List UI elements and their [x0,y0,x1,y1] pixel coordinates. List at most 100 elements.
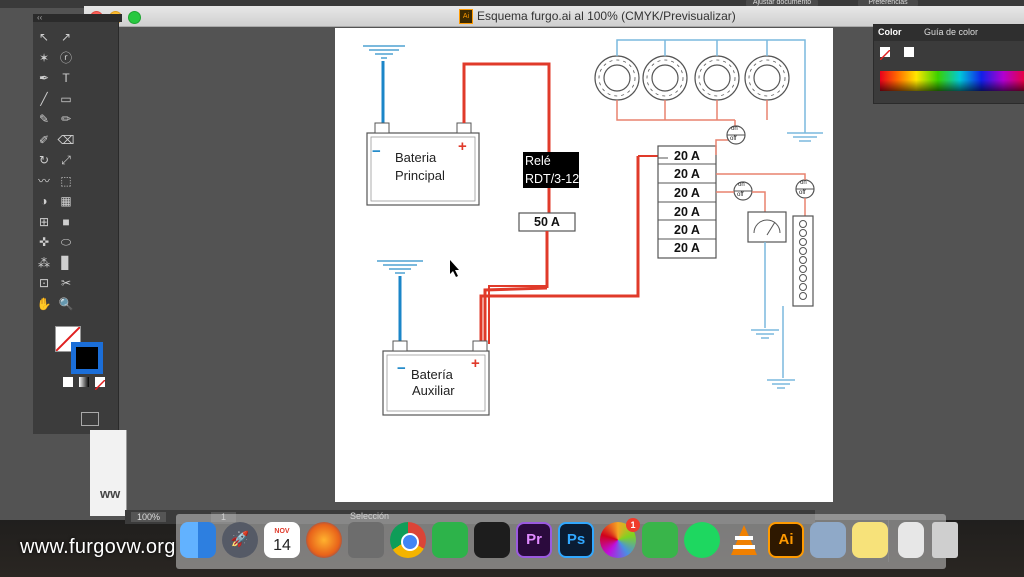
window-title-text: Esquema furgo.ai al 100% (CMYK/Previsual… [477,9,736,23]
magic-wand-tool-icon[interactable]: ✶ [38,50,50,65]
dock-illustrator[interactable]: Ai [768,522,804,558]
app-control-bar: Ajustar documento Preferencias [0,0,1024,8]
ajustar-documento-button[interactable]: Ajustar documento [746,0,818,6]
dock-photos[interactable]: 1 [600,518,640,558]
none-mode-icon [94,379,106,391]
pencil-tool-icon[interactable]: ✏ [60,112,72,126]
relay-label-2: RDT/3-12 [525,172,580,186]
battery-main-label-2: Principal [395,168,445,183]
dock-notes[interactable] [852,522,888,558]
dock-preview[interactable] [810,522,846,558]
dock-separator [888,520,889,562]
dock-vlc[interactable] [726,522,762,558]
perspective-grid-tool-icon[interactable]: ▦ [60,194,72,208]
dock-facetime[interactable] [642,522,678,558]
artboard[interactable]: − + Bateria Principal − + Batería Auxili… [335,28,833,502]
voltmeter [747,211,787,243]
battery-aux-body [382,350,490,416]
stroke-swatch[interactable] [71,342,103,374]
dock-photoshop[interactable]: Ps [558,522,594,558]
white-swatch[interactable] [904,47,914,57]
watermark-text: www.furgovw.org [20,536,176,558]
chrome-center-icon [401,533,419,551]
scale-tool-icon[interactable]: ⤢ [61,153,71,167]
switch-3-off: off [799,190,806,196]
column-graph-tool-icon[interactable]: ▊ [61,255,71,270]
battery-main-plus: + [458,138,467,155]
ground-symbol-aux [377,260,423,274]
symbol-sprayer-tool-icon[interactable]: ⁂ [38,255,50,270]
fuse-2-label: 20 A [674,167,700,181]
shape-builder-tool-icon[interactable]: ◑ [40,194,48,208]
zoom-level[interactable]: 100% [131,512,167,522]
dock-spotify[interactable] [684,522,720,558]
dock-trash[interactable] [932,522,958,558]
dock: 🚀 NOV 14 Pr Ps 1 Ai [176,514,958,569]
photos-badge: 1 [626,518,640,532]
battery-main-body [366,132,480,206]
none-mode-button[interactable] [94,377,106,391]
zoom-tool-icon[interactable]: 🔍 [58,296,74,311]
screen: Ajustar documento Preferencias Ai Esquema… [0,0,1024,524]
blob-brush-tool-icon[interactable]: ✐ [38,132,50,147]
battery-aux-label-2: Auxiliar [412,383,455,398]
preferencias-button[interactable]: Preferencias [858,0,918,6]
color-spectrum[interactable] [880,71,1024,91]
rectangle-tool-icon[interactable]: ▭ [60,91,72,106]
hand-tool-icon[interactable]: ✋ [36,296,52,311]
mesh-tool-icon[interactable]: ⊞ [38,214,50,229]
color-mode-button[interactable] [63,377,73,387]
pen-tool-icon[interactable]: ✒ [38,71,50,85]
switch-1-off: off [730,136,737,142]
fuse-4-label: 20 A [674,205,700,219]
type-tool-icon[interactable]: T [62,71,70,85]
line-tool-icon[interactable]: ╱ [40,91,48,106]
dock-evernote[interactable] [432,522,468,558]
main-fuse-label: 50 A [534,215,560,229]
battery-aux-plus: + [471,355,480,372]
ceiling-lights [594,55,790,101]
eyedropper-tool-icon[interactable]: ✜ [38,235,50,249]
paintbrush-tool-icon[interactable]: ✎ [38,112,50,126]
warp-tool-icon[interactable]: 〰 [37,173,50,188]
ground-symbol-main [363,45,405,59]
dock-document[interactable] [898,522,924,558]
switch-1-on: on [731,126,738,132]
blend-tool-icon[interactable]: ⬭ [60,235,72,249]
switch-3-on: on [800,180,807,186]
ai-file-icon: Ai [459,9,473,25]
color-panel-tabs: Color Guía de color [874,25,1024,41]
selection-tool-icon[interactable]: ↖ [38,30,50,44]
dock-calculator[interactable] [348,522,384,558]
battery-aux-minus: − [397,360,406,377]
dock-calendar[interactable]: NOV 14 [264,522,300,558]
schematic-drawing [363,39,823,416]
direct-selection-tool-icon[interactable]: ↗ [60,30,72,44]
dock-finder[interactable] [180,522,216,558]
artboard-tool-icon[interactable]: ⊡ [38,276,50,290]
fill-none-swatch[interactable] [879,47,891,61]
gradient-tool-icon[interactable]: ■ [62,214,70,229]
dock-dvd-player[interactable] [474,522,510,558]
switch-2-off: off [737,192,744,198]
free-transform-tool-icon[interactable]: ⬚ [60,173,72,188]
dock-chrome[interactable] [390,522,426,558]
zoom-button[interactable] [128,11,141,24]
window-title: Ai Esquema furgo.ai al 100% (CMYK/Previsu… [459,9,736,25]
gradient-mode-button[interactable] [79,377,89,387]
lasso-tool-icon[interactable]: ⓡ [59,50,72,65]
vlc-cone-icon [731,525,757,555]
eraser-tool-icon[interactable]: ⌫ [57,132,75,147]
tools-panel-collapse[interactable]: ‹‹ [33,14,122,22]
screen-mode-icon[interactable] [81,412,99,426]
tab-guia-de-color[interactable]: Guía de color [924,27,979,37]
dock-launchpad[interactable]: 🚀 [222,522,258,558]
fuse-1-label: 20 A [674,149,700,163]
background-document-thumbnail: ww [90,430,127,516]
mouse-cursor-icon [450,260,459,277]
tab-color[interactable]: Color [878,27,902,37]
rotate-tool-icon[interactable]: ↻ [38,153,50,167]
dock-firefox[interactable] [306,522,342,558]
dock-premiere[interactable]: Pr [516,522,552,558]
slice-tool-icon[interactable]: ✂ [60,276,72,290]
